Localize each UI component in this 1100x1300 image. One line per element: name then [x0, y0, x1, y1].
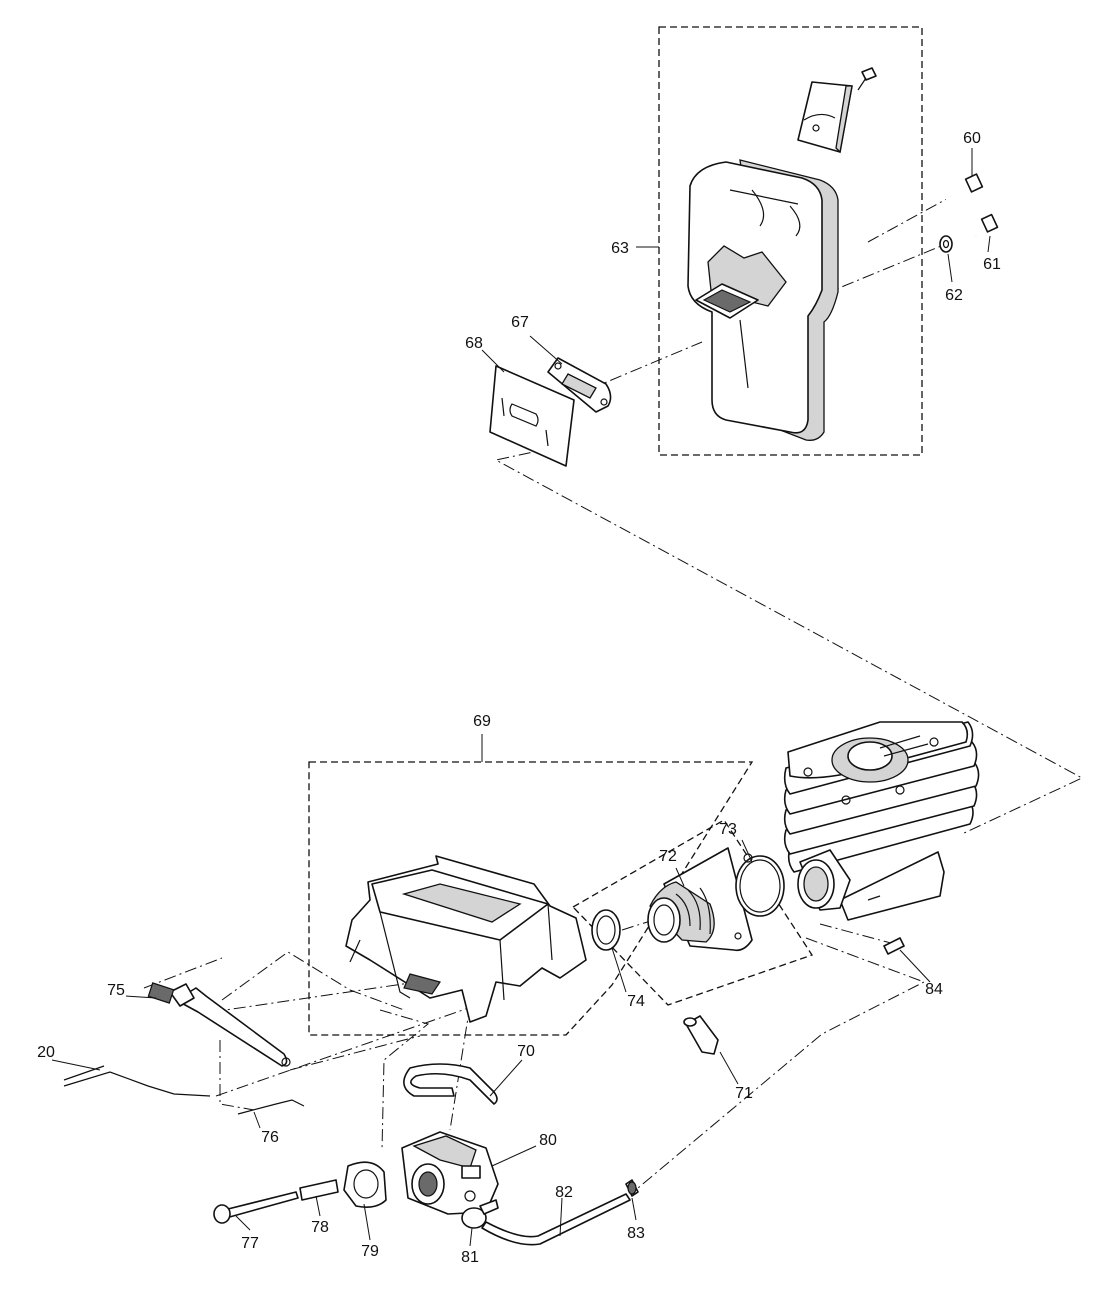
label-79: 79	[361, 1243, 379, 1260]
label-80: 80	[539, 1132, 557, 1149]
intake-boot-72	[647, 847, 753, 952]
label-77: 77	[241, 1235, 259, 1252]
fuel-filter-83	[625, 1179, 639, 1197]
gasket-79	[343, 1161, 387, 1208]
label-73: 73	[719, 821, 737, 838]
label-71: 71	[735, 1085, 753, 1102]
throttle-trigger-75	[147, 982, 291, 1067]
label-61: 61	[983, 256, 1001, 273]
label-74: 74	[627, 993, 645, 1010]
air-filter-assembly-box	[308, 761, 754, 1036]
label-68: 68	[465, 335, 483, 352]
fuel-hose-82	[481, 1193, 631, 1246]
impulse-hose-70	[403, 1063, 498, 1105]
nipple-84	[867, 895, 905, 955]
label-62: 62	[945, 287, 963, 304]
muffler-deflector	[797, 81, 853, 154]
screw-77	[213, 1191, 299, 1224]
label-81: 81	[461, 1249, 479, 1266]
deflector-screw	[857, 67, 877, 91]
label-72: 72	[659, 848, 677, 865]
label-75: 75	[107, 982, 125, 999]
label-76: 76	[261, 1129, 279, 1146]
label-63: 63	[611, 240, 629, 257]
ring-73	[735, 853, 785, 917]
muffler-assembly-box	[658, 26, 923, 456]
label-84: 84	[925, 981, 943, 998]
clamp-74	[591, 909, 621, 951]
muffler-gasket-67	[547, 357, 612, 413]
label-60: 60	[963, 130, 981, 147]
carburetor-80	[401, 1131, 499, 1215]
intake-flange-box	[571, 819, 813, 1006]
muffler	[687, 159, 839, 441]
label-83: 83	[627, 1225, 645, 1242]
spacer-78	[299, 1179, 339, 1201]
muffler-screw-61	[975, 213, 999, 238]
label-69: 69	[473, 713, 491, 730]
muffler-bolt-60	[945, 173, 984, 202]
washer-62	[939, 235, 953, 253]
label-20: 20	[37, 1044, 55, 1061]
label-70: 70	[517, 1043, 535, 1060]
label-67: 67	[511, 314, 529, 331]
cylinder	[783, 721, 980, 921]
throttle-rod-20	[63, 1065, 211, 1097]
assembly-lines	[143, 195, 1084, 1189]
label-78: 78	[311, 1219, 329, 1236]
elbow-71	[683, 1015, 719, 1055]
clip-81	[461, 1199, 499, 1229]
rod-76	[237, 1099, 305, 1115]
label-82: 82	[555, 1184, 573, 1201]
callout-leaders	[51, 148, 991, 1247]
cooling-plate-68	[489, 365, 575, 467]
air-filter-base	[345, 855, 587, 1023]
callout-labels: 60 61 62 63 67 68 69 73 72 74 70 71 75 2…	[37, 130, 1001, 1266]
